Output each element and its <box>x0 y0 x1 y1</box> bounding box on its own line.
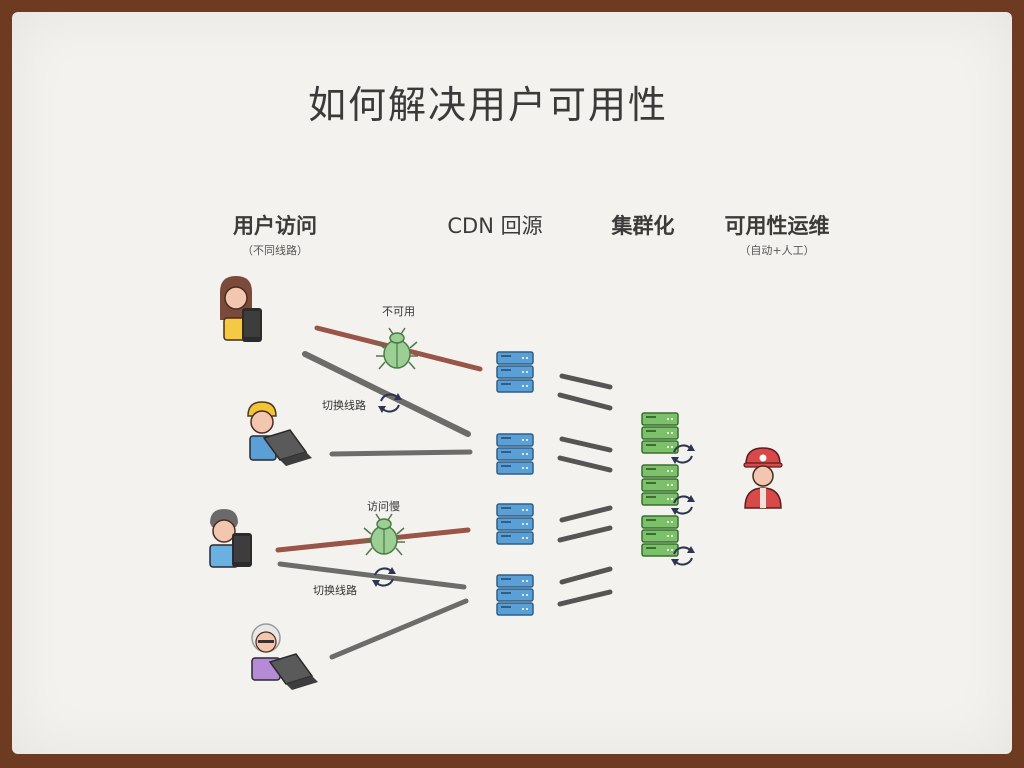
link-cdn2-b <box>557 455 613 473</box>
cdn-server-icon <box>496 433 534 475</box>
link-cdn1-b <box>557 392 613 411</box>
ops-engineer-icon <box>743 447 783 509</box>
link-user3-switched <box>277 561 467 590</box>
cdn-server-icon <box>496 574 534 616</box>
bug-icon <box>375 327 419 370</box>
note-unavailable: 不可用 <box>382 305 415 318</box>
link-cdn4-b <box>557 589 613 607</box>
link-user2 <box>329 449 473 457</box>
cluster-server-icon <box>641 515 679 557</box>
user-to-cdn-links <box>275 325 483 660</box>
bug-icon <box>362 513 406 556</box>
cdn-to-cluster-links <box>557 373 613 607</box>
user-woman-phone <box>220 276 262 342</box>
user-boy-laptop <box>247 401 313 467</box>
cdn-server-icon <box>496 351 534 393</box>
link-cdn2-a <box>559 436 613 453</box>
column-heading-user-access: 用户访问 <box>233 214 317 238</box>
column-heading-cluster: 集群化 <box>611 214 675 238</box>
page-title: 如何解决用户可用性 <box>307 83 668 127</box>
note-slow-access: 访问慢 <box>367 500 400 513</box>
diagram-art <box>209 276 783 691</box>
link-user1-switched <box>302 351 471 437</box>
cluster-server-icon <box>641 464 679 506</box>
user-elder-laptop <box>251 623 319 691</box>
link-cdn1-a <box>559 373 613 390</box>
link-cdn4-a <box>559 566 613 585</box>
user-man-phone <box>209 509 252 568</box>
link-cdn3-b <box>557 525 613 543</box>
column-subheading-ops: （自动+人工） <box>739 244 815 257</box>
note-switch-line-1: 切换线路 <box>322 399 366 412</box>
column-heading-ops: 可用性运维 <box>724 214 830 238</box>
column-subheading-user-access: （不同线路） <box>242 244 308 257</box>
note-switch-line-2: 切换线路 <box>313 584 357 597</box>
cluster-server-icon <box>641 412 679 454</box>
link-cdn3-a <box>559 505 613 523</box>
link-user4 <box>329 598 469 660</box>
slide: 如何解决用户可用性 用户访问 （不同线路） CDN 回源 集群化 可用性运维 （… <box>12 12 1012 754</box>
cdn-server-icon <box>496 503 534 545</box>
column-heading-cdn: CDN 回源 <box>447 214 543 238</box>
